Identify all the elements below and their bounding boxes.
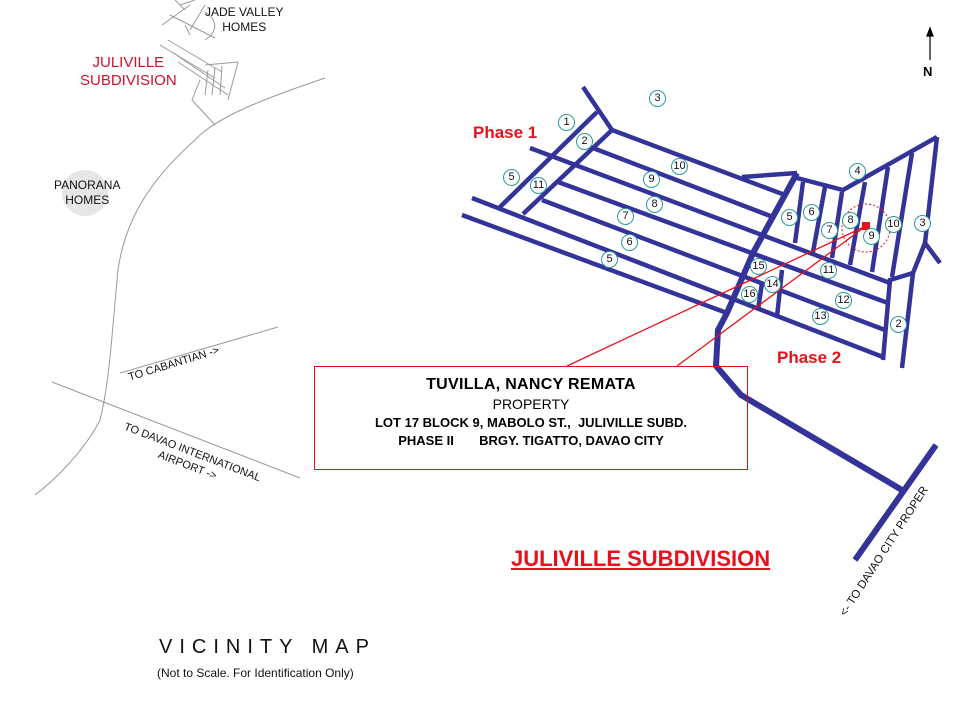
- map-note: (Not to Scale. For Identification Only): [157, 666, 354, 680]
- block-number-marker: 15: [750, 258, 767, 275]
- block-number-marker: 3: [914, 215, 931, 232]
- block-number-marker: 11: [820, 262, 837, 279]
- block-number-marker: 7: [617, 208, 634, 225]
- subdivision-roads: [461, 85, 942, 562]
- main-access-road: [712, 171, 904, 493]
- block-number-marker: 9: [643, 171, 660, 188]
- highway-to-city: [852, 443, 939, 562]
- road-to-cabantian: [119, 326, 279, 374]
- block-number-marker: 14: [764, 276, 781, 293]
- block-number-marker: 4: [849, 163, 866, 180]
- block-number-marker: 2: [576, 133, 593, 150]
- subdivision-title: JULIVILLE SUBDIVISION: [511, 546, 771, 571]
- block-number-marker: 7: [821, 222, 838, 239]
- property-label: PROPERTY: [492, 396, 570, 412]
- block-number-marker: 3: [649, 90, 666, 107]
- block-number-marker: 10: [885, 216, 902, 233]
- block-number-marker: 12: [835, 292, 852, 309]
- block-number-marker: 11: [530, 177, 547, 194]
- road-to-airport: [51, 381, 301, 479]
- block-number-marker: 2: [890, 316, 907, 333]
- block-number-marker: 5: [601, 251, 618, 268]
- panorana-area: [62, 170, 108, 216]
- block-number-marker: 1: [558, 114, 575, 131]
- property-marker: [862, 222, 870, 230]
- block-number-marker: 6: [621, 234, 638, 251]
- leader-lines: [566, 225, 867, 367]
- minor-roads: [34, 0, 326, 496]
- label-phase-2: Phase 2: [777, 348, 842, 367]
- block-number-marker: 13: [812, 308, 829, 325]
- north-arrow: [926, 26, 934, 60]
- block-number-marker: 8: [646, 196, 663, 213]
- main-highway-curve: [34, 77, 326, 496]
- jade-valley-small-plan: [161, 0, 216, 41]
- juliville-small-plan: [159, 39, 239, 126]
- north-label: N: [923, 64, 933, 79]
- block-number-marker: 8: [842, 212, 859, 229]
- property-info-box: TUVILLA, NANCY REMATA PROPERTY LOT 17 BL…: [314, 366, 748, 470]
- block-number-marker: 9: [863, 228, 880, 245]
- property-address: LOT 17 BLOCK 9, MABOLO ST., JULIVILLE SU…: [374, 415, 688, 448]
- label-phase-1: Phase 1: [473, 123, 538, 142]
- block-number-marker: 10: [671, 158, 688, 175]
- block-number-marker: 5: [503, 169, 520, 186]
- block-number-marker: 6: [803, 204, 820, 221]
- block-number-marker: 16: [741, 286, 758, 303]
- owner-name: TUVILLA, NANCY REMATA: [426, 376, 636, 393]
- block-number-marker: 5: [781, 209, 798, 226]
- map-heading: VICINITY MAP: [159, 636, 376, 658]
